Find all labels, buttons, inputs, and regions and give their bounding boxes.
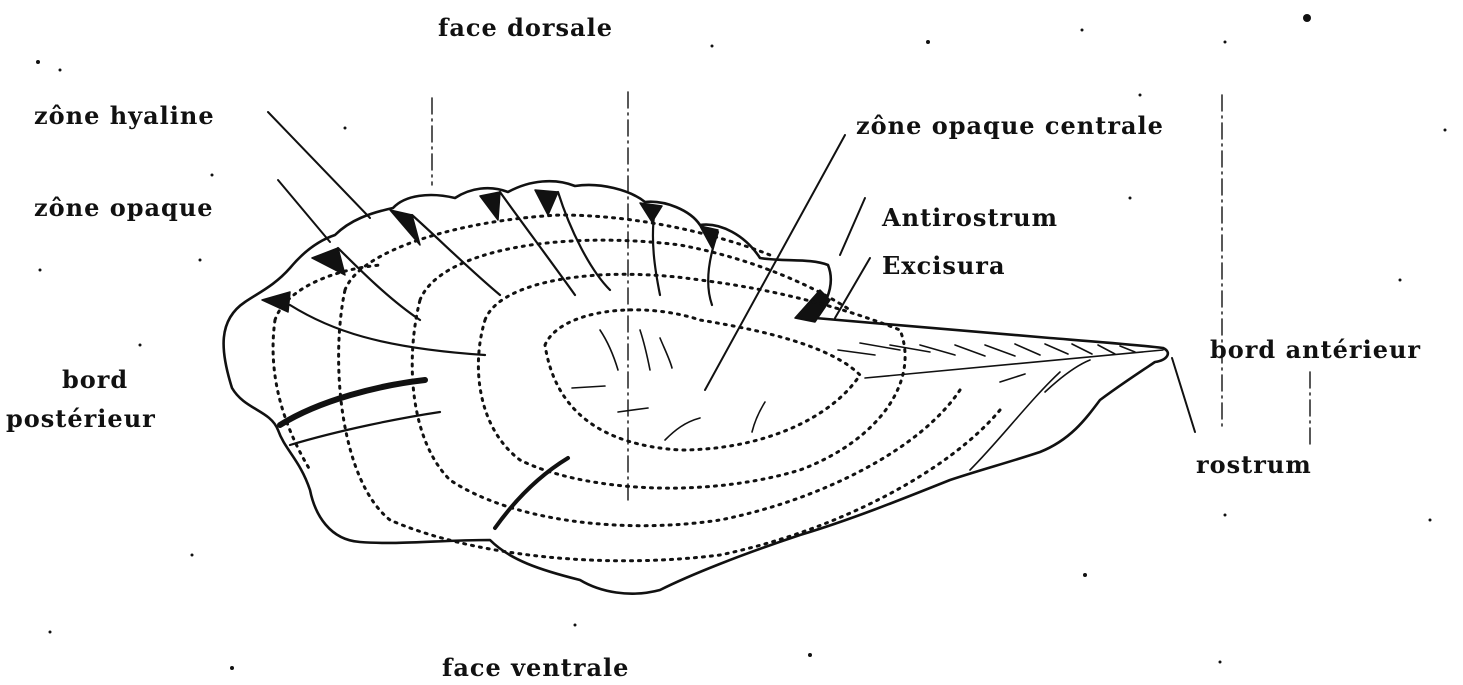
label-face-dorsale: face dorsale — [438, 16, 613, 40]
label-zone-opaque: zône opaque — [34, 196, 214, 220]
label-bord-posterieur-line2: postérieur — [6, 407, 156, 431]
label-zone-hyaline: zône hyaline — [34, 104, 215, 128]
leader-zone-opaque — [278, 180, 330, 242]
label-face-ventrale: face ventrale — [442, 656, 629, 680]
leader-rostrum — [1172, 358, 1195, 432]
label-bord-anterieur: bord antérieur — [1210, 338, 1421, 362]
label-antirostrum: Antirostrum — [882, 206, 1058, 230]
hyaline-wedge — [262, 292, 290, 312]
label-excisura: Excisura — [882, 254, 1006, 278]
hyaline-wedge — [640, 203, 662, 222]
leader-antirostrum — [840, 198, 865, 255]
hyaline-wedge — [480, 192, 500, 220]
hyaline-wedge — [312, 248, 345, 275]
label-rostrum: rostrum — [1196, 453, 1312, 477]
label-zone-opaque-centrale: zône opaque centrale — [856, 114, 1164, 138]
reference-lines — [432, 92, 1310, 500]
hyaline-wedge — [535, 190, 558, 215]
rostrum-hatching — [838, 343, 1163, 470]
label-bord-posterieur-line1: bord — [62, 368, 128, 392]
otolith-outline — [224, 181, 1168, 593]
central-marks — [572, 330, 765, 440]
leader-zone-hyaline — [268, 112, 370, 218]
leader-excisura — [835, 258, 870, 318]
